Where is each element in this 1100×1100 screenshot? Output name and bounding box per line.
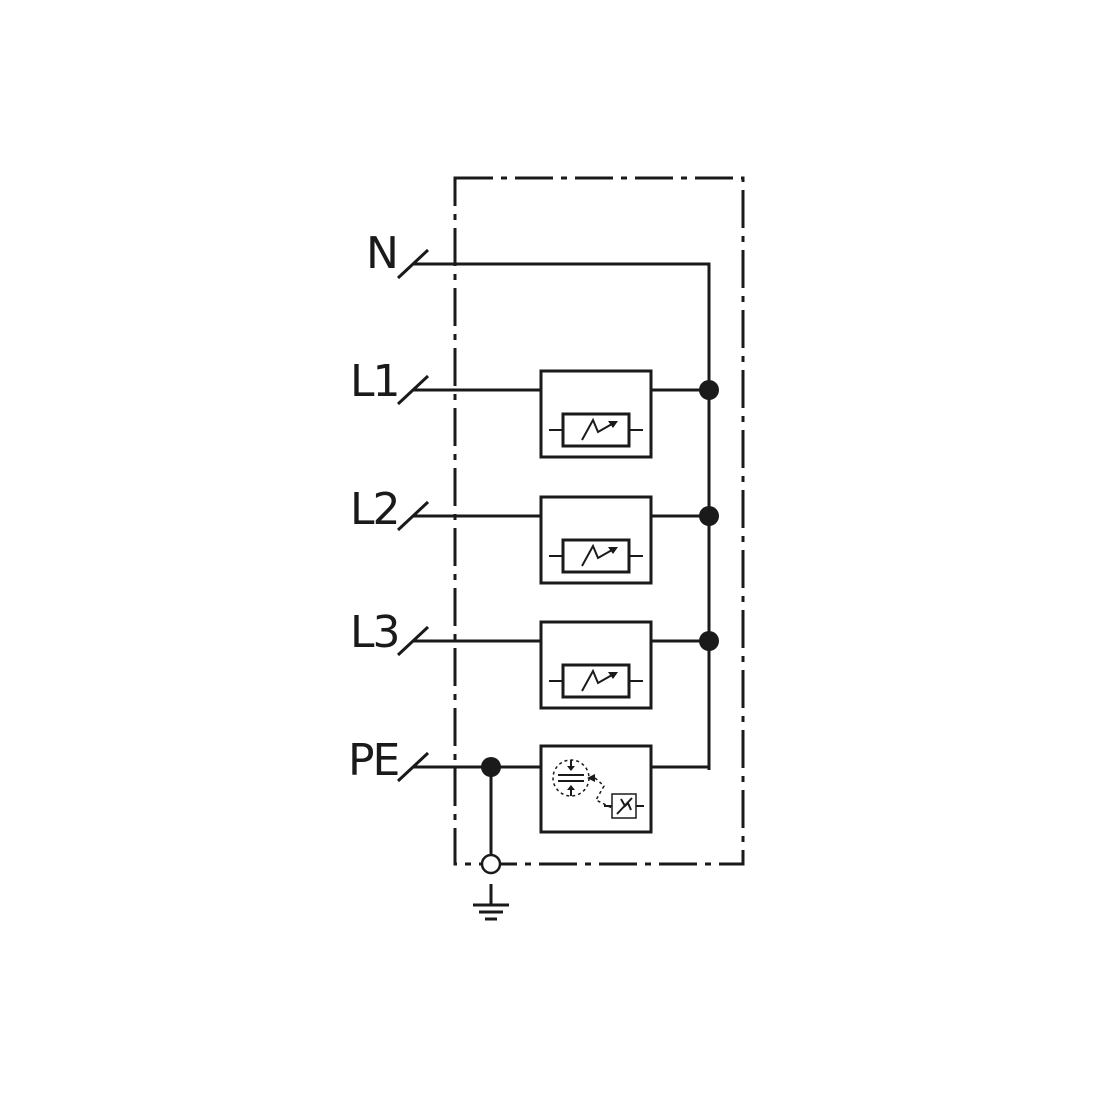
surge-arrester-icon: [549, 538, 643, 574]
enclosure-boundary: [453, 176, 745, 866]
terminal-label-l1: L1: [350, 356, 399, 407]
junction-dots: [481, 380, 719, 777]
ground-terminal: [480, 853, 502, 875]
terminal-label-pe: PE: [348, 735, 398, 786]
spd-module-l2: [539, 495, 653, 585]
surge-arrester-icon: [549, 412, 643, 448]
spark-gap-module: [539, 744, 653, 834]
spd-module-l3: [539, 620, 653, 710]
spd-module-l1: [539, 369, 653, 459]
spark-gap-icon: [552, 759, 644, 819]
terminal-label-n: N: [366, 228, 397, 279]
terminal-label-l3: L3: [350, 607, 399, 658]
ground-icon: [473, 884, 509, 921]
terminal-label-l2: L2: [350, 484, 399, 535]
surge-arrester-icon: [549, 663, 643, 699]
wire-n: [413, 262, 711, 770]
